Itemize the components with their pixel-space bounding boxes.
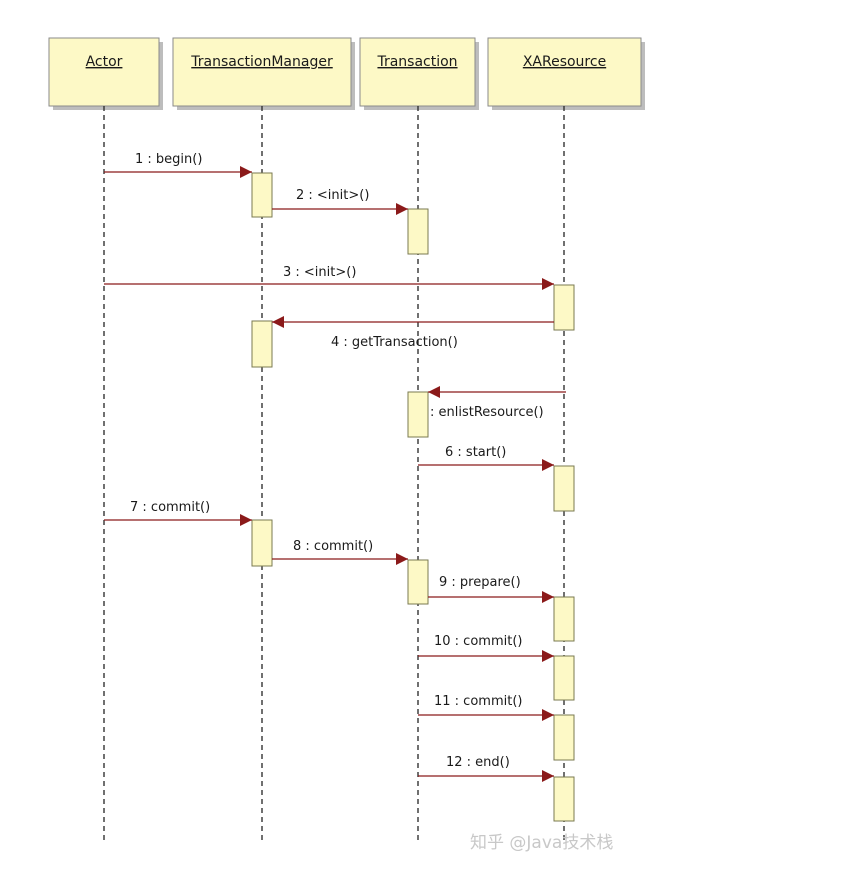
lifeline-xa: XAResource <box>487 37 645 840</box>
activation-bar <box>553 655 575 701</box>
message-label: 3 : <init>() <box>283 265 356 280</box>
message-1: 1 : begin() <box>104 152 252 178</box>
message-10: 10 : commit() <box>418 634 554 662</box>
lifeline-tx: Transaction <box>359 37 479 840</box>
message-5: : enlistResource() <box>428 386 566 420</box>
message-label: 7 : commit() <box>130 500 210 515</box>
activation-bar <box>553 465 575 512</box>
activation-bar <box>251 519 273 567</box>
message-3: 3 : <init>() <box>104 265 554 290</box>
activation-bar <box>251 172 273 218</box>
message-label: 2 : <init>() <box>296 188 369 203</box>
message-4: 4 : getTransaction() <box>272 316 554 350</box>
activation-bar <box>407 559 429 605</box>
lifeline-label-actor: Actor <box>86 54 123 70</box>
message-label: 12 : end() <box>446 755 510 770</box>
message-8: 8 : commit() <box>272 539 408 565</box>
message-label: 10 : commit() <box>434 634 522 649</box>
message-label: 1 : begin() <box>135 152 202 167</box>
lifeline-actor: Actor <box>48 37 163 840</box>
activation-bars <box>251 172 575 822</box>
activation-bar <box>251 320 273 368</box>
lifeline-box-tm <box>172 37 352 107</box>
message-label: 6 : start() <box>445 445 506 460</box>
lifeline-label-tx: Transaction <box>376 54 457 70</box>
activation-bar <box>553 776 575 822</box>
lifelines: Actor TransactionManager Transaction XAReso… <box>48 37 645 840</box>
message-2: 2 : <init>() <box>272 188 408 215</box>
lifeline-box-xa <box>487 37 642 107</box>
message-label: 8 : commit() <box>293 539 373 554</box>
lifeline-label-tm: TransactionManager <box>190 54 333 70</box>
activation-bar <box>407 208 429 255</box>
message-label: : enlistResource() <box>430 405 544 420</box>
message-label: 11 : commit() <box>434 694 522 709</box>
lifeline-tm: TransactionManager <box>172 37 355 840</box>
message-label: 4 : getTransaction() <box>331 335 458 350</box>
activation-bar <box>553 714 575 761</box>
activation-bar <box>407 391 429 438</box>
message-7: 7 : commit() <box>104 500 252 526</box>
messages: 1 : begin() 2 : <init>() 3 : <init>() 4 : g… <box>104 152 566 782</box>
watermark: 知乎 @Java技术栈 <box>470 833 613 853</box>
message-9: 9 : prepare() <box>428 575 554 603</box>
lifeline-box-actor <box>48 37 160 107</box>
lifeline-box-tx <box>359 37 476 107</box>
lifeline-label-xa: XAResource <box>523 54 606 70</box>
activation-bar <box>553 596 575 642</box>
message-label: 9 : prepare() <box>439 575 521 590</box>
message-6: 6 : start() <box>418 445 554 471</box>
message-12: 12 : end() <box>418 755 554 782</box>
message-11: 11 : commit() <box>418 694 554 721</box>
activation-bar <box>553 284 575 331</box>
